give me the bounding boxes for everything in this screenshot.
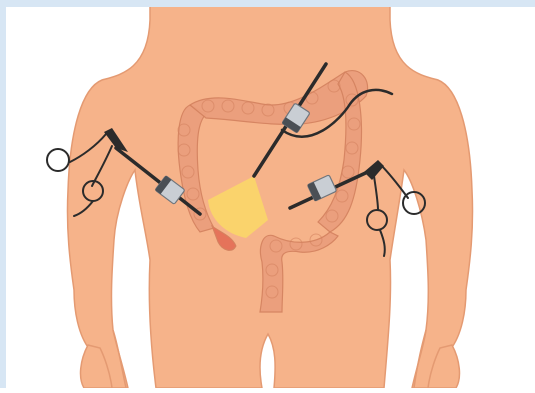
left-frame-strip — [0, 0, 6, 388]
human-body — [67, 0, 472, 388]
body-silhouette — [67, 0, 472, 388]
left-grasper-upper-ring — [47, 149, 69, 171]
top-frame-strip — [0, 0, 535, 7]
